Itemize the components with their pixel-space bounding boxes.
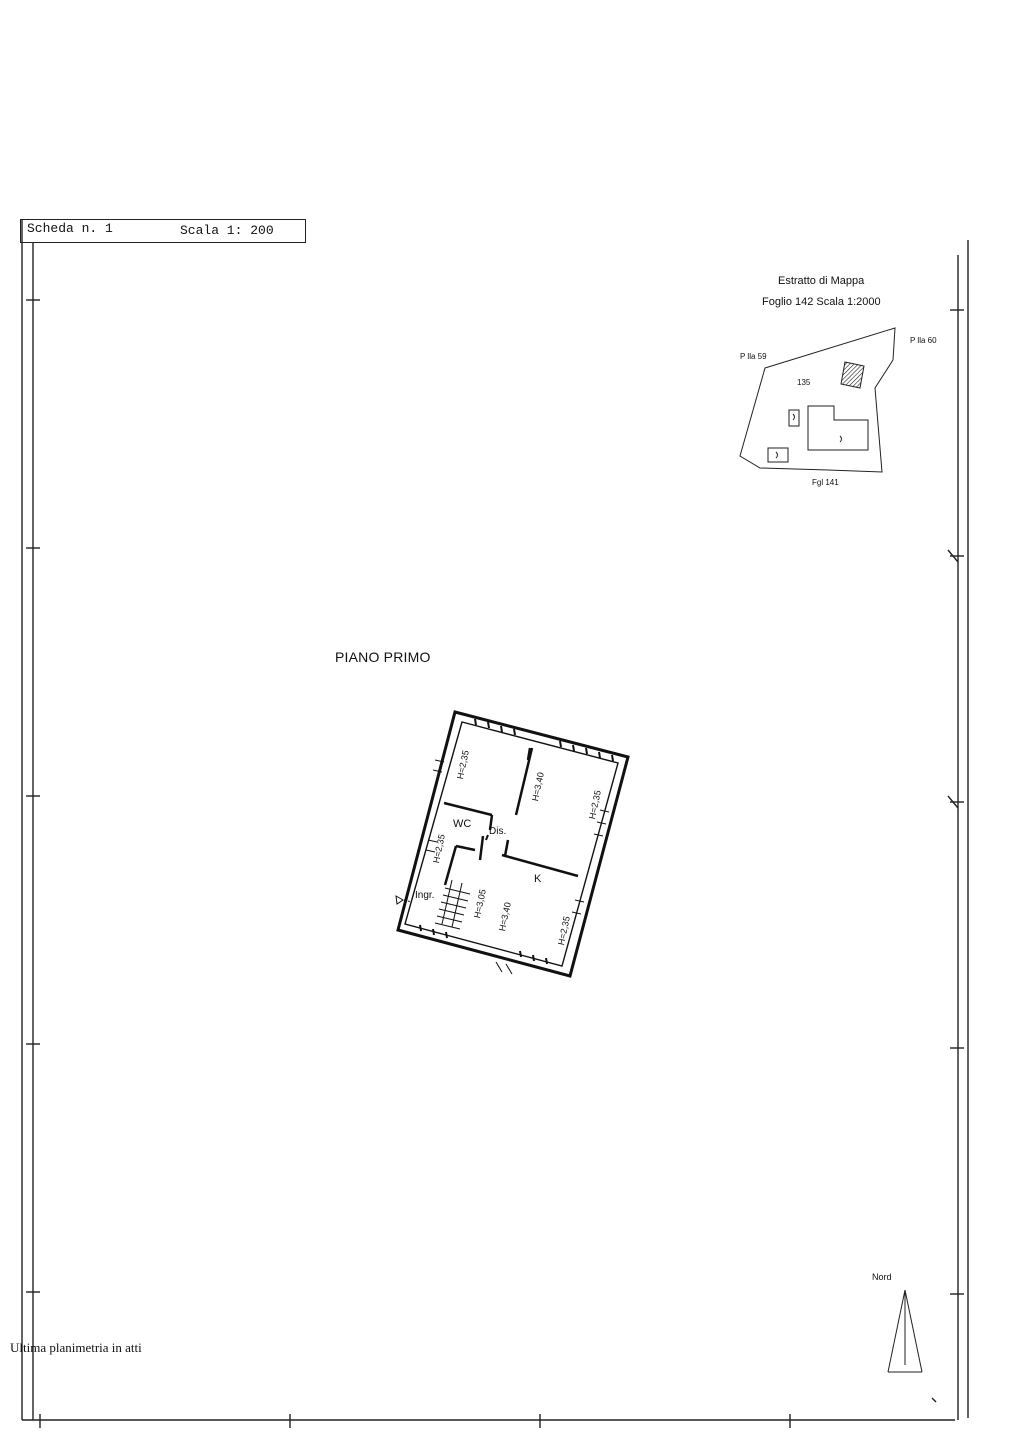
room-wc-label: WC: [453, 818, 472, 830]
map-extract-sheet: Foglio 142 Scala 1:2000: [762, 296, 881, 308]
scale-label: Scala 1: 200: [180, 223, 274, 238]
room-ingr-label: Ingr.: [415, 890, 435, 901]
room-k-label: K: [534, 873, 542, 885]
parcel-59-label: P lla 59: [740, 352, 767, 361]
footer-note: Ultima planimetria in atti: [10, 1340, 142, 1355]
room-dis-label: Dis.: [489, 826, 507, 837]
floor-title: PIANO PRIMO: [335, 649, 431, 665]
sheet-141-label: Fgl 141: [812, 478, 839, 487]
parcel-135-label: 135: [797, 378, 811, 387]
scheda-label: Scheda n. 1: [27, 221, 113, 236]
header-box: [20, 219, 306, 243]
north-label: Nord: [872, 1272, 892, 1282]
parcel-60-label: P lla 60: [910, 336, 937, 345]
map-extract-title: Estratto di Mappa: [778, 275, 865, 287]
